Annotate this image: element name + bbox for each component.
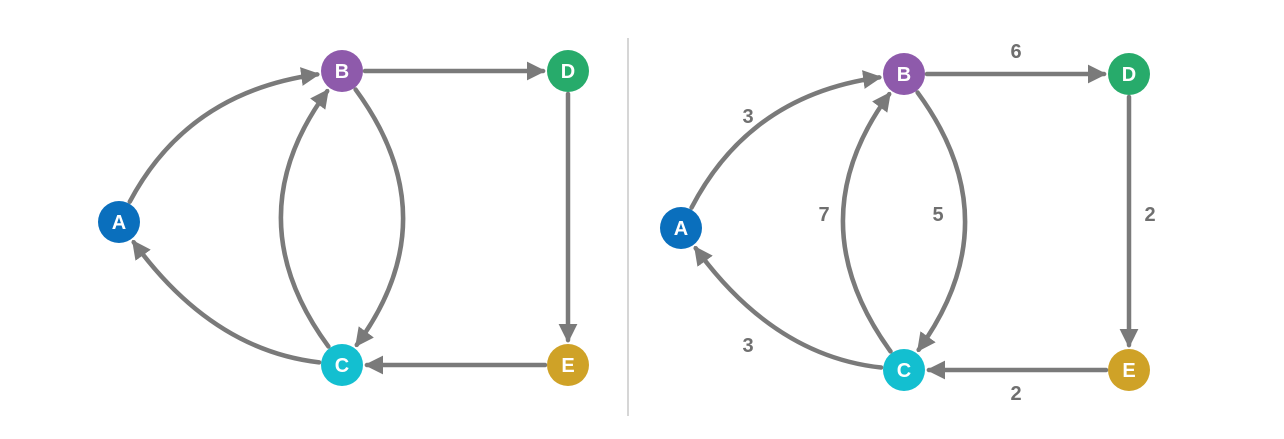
node-b-label: B (335, 61, 349, 83)
node-d-circle (1108, 53, 1150, 95)
node-e[interactable]: E (1108, 349, 1150, 391)
node-e-circle (547, 344, 589, 386)
unweighted-graph: A B C D E (98, 50, 589, 386)
node-d-label: D (561, 61, 575, 83)
node-d-circle (547, 50, 589, 92)
node-c[interactable]: C (321, 344, 363, 386)
edge-c-to-a-arrow (693, 245, 884, 370)
weight-label-c-b: 7 (818, 204, 829, 226)
node-b-label: B (897, 64, 911, 86)
edge-c-to-a-arrow (131, 239, 322, 365)
node-b-circle (883, 53, 925, 95)
weight-label-c-a: 3 (742, 335, 753, 357)
node-c-label: C (335, 355, 349, 377)
node-c-circle (883, 349, 925, 391)
node-e-label: E (561, 355, 574, 377)
node-c-circle (321, 344, 363, 386)
edge-a-to-b-arrow (127, 67, 321, 204)
node-c[interactable]: C (883, 349, 925, 391)
node-d[interactable]: D (1108, 53, 1150, 95)
weight-label-b-c: 5 (932, 204, 943, 226)
weight-label-b-d: 6 (1010, 41, 1021, 63)
edge-c-to-b-arrow (840, 91, 893, 354)
node-d[interactable]: D (547, 50, 589, 92)
node-a-circle (98, 201, 140, 243)
edge-b-to-c-arrow (353, 87, 406, 348)
node-c-label: C (897, 360, 911, 382)
node-b[interactable]: B (321, 50, 363, 92)
node-a[interactable]: A (660, 207, 702, 249)
node-e-circle (1108, 349, 1150, 391)
edge-b-to-c-arrow (915, 90, 968, 353)
node-a-label: A (674, 218, 688, 240)
node-b-circle (321, 50, 363, 92)
edge-a-to-b-arrow (689, 70, 883, 210)
node-e[interactable]: E (547, 344, 589, 386)
node-b[interactable]: B (883, 53, 925, 95)
weight-label-d-e: 2 (1144, 204, 1155, 226)
weight-label-e-c: 2 (1010, 383, 1021, 405)
node-e-label: E (1122, 360, 1135, 382)
edge-c-to-b-arrow (278, 88, 331, 349)
node-d-label: D (1122, 64, 1136, 86)
weight-label-a-b: 3 (742, 106, 753, 128)
node-a[interactable]: A (98, 201, 140, 243)
node-a-label: A (112, 212, 126, 234)
node-a-circle (660, 207, 702, 249)
